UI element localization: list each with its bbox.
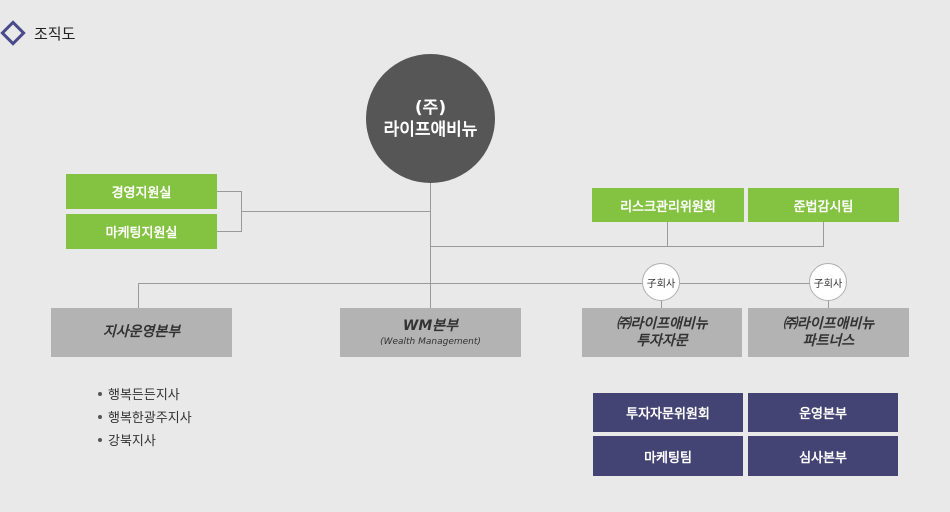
staff-box-management-support: 경영지원실 [66,174,217,209]
division-label-line1: ㈜라이프애비뉴 [616,315,708,332]
branch-label: 행복든든지사 [108,388,180,403]
connector-line [241,211,430,212]
staff-box-label: 준법감시팀 [793,199,854,215]
division-label-line1: ㈜라이프애비뉴 [782,315,875,332]
list-item: 강북지사 [98,428,192,451]
list-item: 행복든든지사 [98,382,192,405]
division-branch-ops: 지사운영본부 [51,308,232,357]
staff-box-risk-committee: 리스크관리위원회 [592,188,744,222]
connector-line [217,231,241,232]
bullet-icon [98,414,102,419]
bullet-icon [98,437,102,442]
division-investment-advisory: ㈜라이프애비뉴 투자자문 [582,308,742,357]
connector-line [823,222,824,247]
division-wm: WM본부 (Wealth Management) [340,308,521,357]
branch-label: 강북지사 [108,434,156,449]
subsidiary-badge: 子회사 [642,263,680,301]
staff-box-label: 경영지원실 [111,186,172,201]
division-label: 지사운영본부 [102,324,181,340]
division-label-line2: 파트너스 [802,332,855,349]
staff-box-label: 마케팅지원실 [105,226,178,241]
unit-box-investment-committee: 투자자문위원회 [593,393,743,432]
unit-box-review-division: 심사본부 [748,436,898,476]
connector-line [430,246,824,247]
unit-label: 운영본부 [799,407,847,422]
division-label: WM본부 [402,318,459,334]
connector-line [667,222,668,247]
connector-line [241,191,242,232]
list-item: 행복한광주지사 [98,405,192,428]
page-title: 조직도 [34,24,76,43]
connector-line [661,299,662,308]
unit-box-operations-division: 운영본부 [748,393,898,432]
staff-box-compliance-team: 준법감시팀 [748,188,899,222]
staff-box-label: 리스크관리위원회 [620,199,716,215]
subsidiary-badge: 子회사 [809,263,847,301]
unit-label: 마케팅팀 [644,450,692,466]
connector-line [430,183,431,308]
connector-line [138,283,139,308]
connector-line [138,283,822,284]
unit-label: 투자자문위원회 [626,407,710,422]
diamond-icon [0,20,26,46]
branch-label: 행복한광주지사 [108,411,192,426]
division-label-line2: 투자자문 [636,332,688,349]
staff-box-marketing-support: 마케팅지원실 [66,214,217,249]
page-title-area: 조직도 [0,20,76,46]
division-sublabel: (Wealth Management) [380,337,481,347]
connector-line [217,191,241,192]
unit-box-marketing-team: 마케팅팀 [593,436,743,476]
division-partners: ㈜라이프애비뉴 파트너스 [748,308,909,357]
ceo-node: (주) 라이프애비뉴 [366,54,495,183]
connector-line [828,299,829,308]
branch-list: 행복든든지사 행복한광주지사 강북지사 [98,382,192,451]
bullet-icon [98,391,102,396]
ceo-label-line1: (주) [414,97,447,118]
ceo-label-line2: 라이프애비뉴 [383,119,478,140]
unit-label: 심사본부 [799,450,847,466]
